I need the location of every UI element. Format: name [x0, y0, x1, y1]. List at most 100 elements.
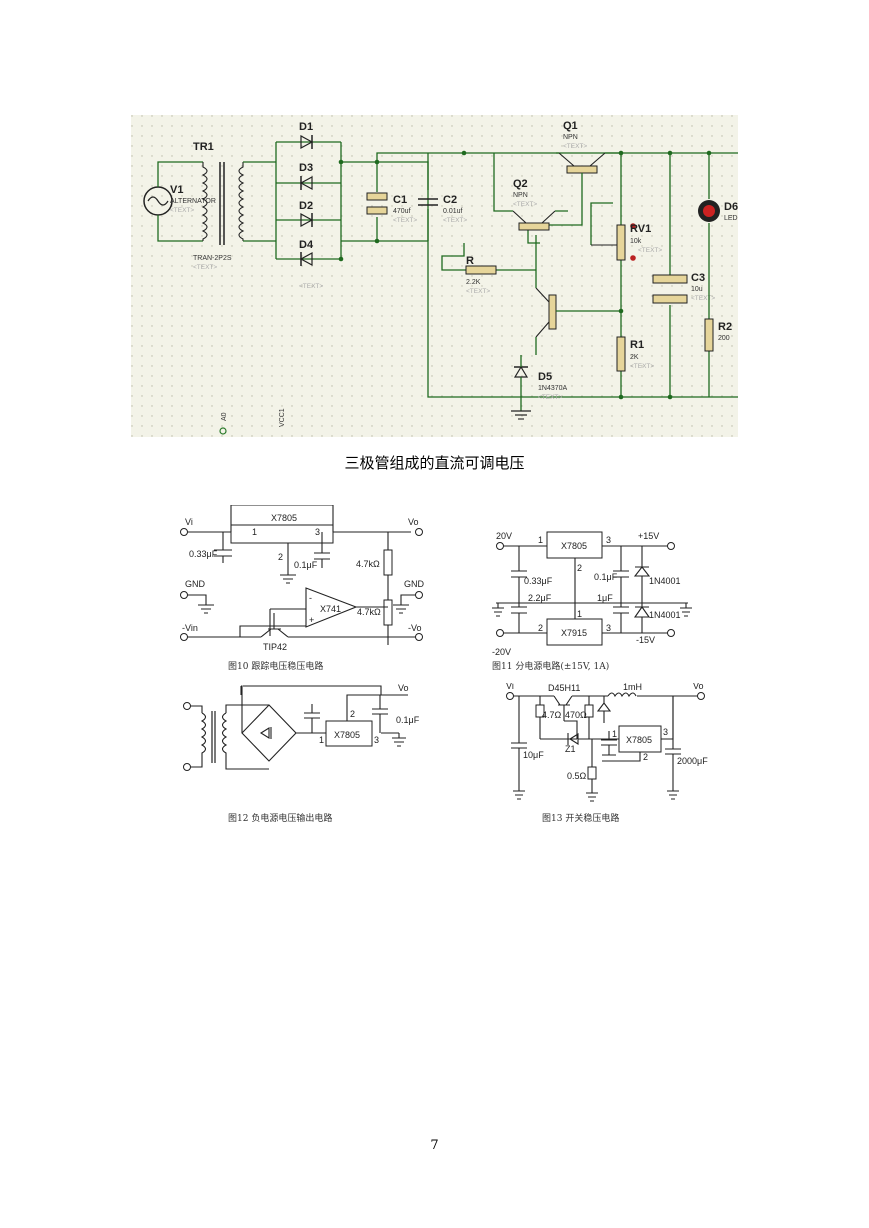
fig12-ic: X7805 [334, 730, 360, 740]
schematic-canvas: V1 ALTERNATOR <TEXT> TR1 TRAN-2P2S <TEXT… [131, 115, 738, 437]
fig10-vin-neg: -Vin [182, 623, 198, 633]
d5-text: <TEXT> [538, 394, 562, 401]
r1-value: 2K [630, 354, 639, 361]
fig10-rbot: 4.7kΩ [357, 607, 381, 617]
fig10-vi: Vi [185, 517, 193, 527]
fig13-inductor: 1mH [623, 683, 642, 692]
fig12-vo: Vo [398, 683, 409, 693]
c1-text: <TEXT> [393, 217, 417, 224]
c1-label: C1 [393, 194, 407, 206]
d5-part: 1N4370A [538, 385, 568, 392]
resistor-r [441, 243, 536, 275]
fig10-canvas: Vi Vo X7805 1 2 3 0.33μF 0.1μF 4.7kΩ 4.7… [180, 504, 425, 672]
q2-label: Q2 [513, 178, 528, 190]
zener-d5 [511, 355, 531, 420]
transistor-control [535, 235, 621, 355]
c2-label: C2 [443, 194, 457, 206]
r-label: R [466, 255, 474, 267]
fig11-out-pos: +15V [638, 531, 659, 541]
fig12-cout: 0.1μF [396, 715, 420, 725]
fig11-pin3-top: 3 [606, 535, 611, 545]
tr1-text: <TEXT> [193, 264, 217, 271]
v1-label: V1 [170, 184, 183, 196]
transformer-tr1 [201, 161, 276, 245]
fig13-cin: 10μF [523, 750, 544, 760]
fig13-vi: Vi [506, 683, 514, 691]
c1-value: 470uf [393, 208, 411, 215]
fig13-cout: 2000μF [677, 756, 708, 766]
fig10-transistor: TIP42 [263, 642, 287, 652]
rv1-value: 10k [630, 238, 642, 245]
resistor-r2 [704, 318, 714, 352]
r1-label: R1 [630, 339, 644, 351]
fig10-ic: X7805 [271, 513, 297, 523]
fig13-caption: 图13 开关稳压电路 [542, 812, 619, 824]
figure-10-schematic: Vi Vo X7805 1 2 3 0.33μF 0.1μF 4.7kΩ 4.7… [176, 504, 441, 675]
fig10-pin1: 1 [252, 527, 257, 537]
capacitor-c1 [366, 192, 388, 215]
fig10-pin3: 3 [315, 527, 320, 537]
c2-value: 0.01uf [443, 208, 463, 215]
fig10-rtop: 4.7kΩ [356, 559, 380, 569]
fig11-ic-top: X7805 [561, 541, 587, 551]
fig10-caption: 图10 跟踪电压稳压电路 [228, 660, 323, 672]
probe-a0-icon [219, 427, 227, 435]
figure-12-schematic: Vo X7805 1 2 3 0.1μF 图12 负电源电压输出电路 [176, 683, 441, 828]
r2-label: R2 [718, 321, 732, 333]
d3-label: D3 [299, 162, 313, 174]
fig11-c4: 1μF [597, 593, 613, 603]
bridge-rectifier [275, 134, 344, 267]
c2-text: <TEXT> [443, 217, 467, 224]
v1-text: <TEXT> [170, 207, 194, 214]
c3-value: 10u [691, 286, 703, 293]
fig13-zener: Z1 [565, 744, 576, 754]
fig11-out-neg: -15V [636, 635, 655, 645]
fig11-in-pos: 20V [496, 531, 512, 541]
q2-text: <TEXT> [513, 201, 537, 208]
capacitor-c3 [652, 150, 688, 400]
fig11-pin2-bot: 2 [538, 623, 543, 633]
probe-vcc1-label: VCC1 [279, 408, 286, 427]
rv1-text: <TEXT> [638, 247, 662, 254]
fig13-transistor: D45H11 [548, 683, 580, 693]
page-number: 7 [430, 1138, 439, 1153]
figure-13-schematic: Vi Vo D45H11 4.7Ω 470Ω 1mH X7805 1 2 3 1… [502, 681, 727, 828]
fig11-in-neg: -20V [492, 647, 511, 657]
fig11-c3: 0.1μF [594, 572, 618, 582]
fig10-opamp: X741 [320, 604, 341, 614]
fig11-c2: 2.2μF [528, 593, 552, 603]
fig13-pin2: 2 [643, 752, 648, 762]
fig12-pin2: 2 [350, 709, 355, 719]
fig11-ic-bot: X7915 [561, 628, 587, 638]
d6-part: LED [724, 215, 738, 222]
tr1-label: TR1 [193, 141, 214, 153]
r1-text: <TEXT> [630, 363, 654, 370]
figure-1-schematic: V1 ALTERNATOR <TEXT> TR1 TRAN-2P2S <TEXT… [131, 115, 738, 437]
fig10-cout: 0.1μF [294, 560, 318, 570]
fig10-plus: + [309, 615, 314, 625]
fig13-canvas: Vi Vo D45H11 4.7Ω 470Ω 1mH X7805 1 2 3 1… [506, 681, 708, 824]
fig11-d-top: 1N4001 [649, 576, 681, 586]
d6-label: D6 [724, 201, 738, 213]
q2-type: NPN [513, 192, 528, 199]
potentiometer-rv1 [590, 150, 636, 400]
q1-label: Q1 [563, 120, 578, 132]
resistor-r1 [616, 336, 626, 372]
fig10-cin: 0.33μF [189, 549, 218, 559]
fig13-vo: Vo [693, 683, 704, 691]
v1-part: ALTERNATOR [170, 198, 216, 205]
fig11-pin3-bot: 3 [606, 623, 611, 633]
d2-label: D2 [299, 200, 313, 212]
fig12-pin1: 1 [319, 735, 324, 745]
fig10-minus: - [309, 593, 312, 603]
figure-11-schematic: 20V -20V X7805 X7915 1 2 3 2 1 3 0.33μF … [488, 527, 713, 675]
fig11-pin1-top: 1 [538, 535, 543, 545]
fig11-d-bot: 1N4001 [649, 610, 681, 620]
q1-type: NPN [563, 134, 578, 141]
fig10-pin2: 2 [278, 552, 283, 562]
rv1-label: RV1 [630, 223, 651, 235]
d1-label: D1 [299, 121, 313, 133]
transistor-q2 [493, 153, 568, 231]
led-d6 [698, 150, 720, 397]
tr1-part: TRAN-2P2S [193, 255, 232, 262]
